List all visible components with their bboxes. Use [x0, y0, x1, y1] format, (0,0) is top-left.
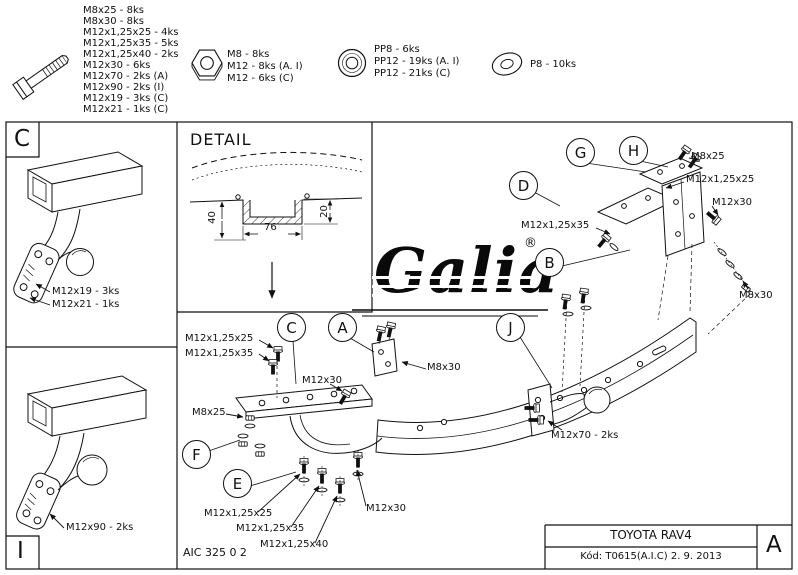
- callout-d-label: D: [517, 176, 530, 195]
- callout-g-label: G: [574, 143, 587, 162]
- callout-f: F: [182, 440, 211, 469]
- part-label: M12x1,25x35: [521, 220, 590, 231]
- panel-i-note: M12x90 - 2ks: [66, 522, 134, 533]
- legend-washer-p-item: P8 - 10ks: [530, 59, 577, 70]
- callout-d: D: [509, 171, 538, 200]
- callout-h: H: [619, 136, 648, 165]
- legend-bolt-item: M12x1,25x25 - 4ks: [83, 27, 179, 38]
- legend-nut-item: M8 - 8ks: [227, 49, 270, 60]
- legend-bolt-item: M12x1,25x40 - 2ks: [83, 49, 179, 60]
- part-label: M12x70 - 2ks: [551, 430, 619, 441]
- part-label: M8x30: [427, 362, 461, 373]
- legend-bolt-item: M8x30 - 8ks: [83, 16, 144, 27]
- callout-j: J: [496, 313, 525, 342]
- callout-c: C: [277, 313, 306, 342]
- panel-c-drawing: [13, 151, 144, 306]
- code-line: Kód: T0615(A.I.C) 2. 9. 2013: [580, 551, 722, 562]
- logo-stripe: [372, 276, 534, 279]
- part-label: M12x1,25x35: [185, 348, 254, 359]
- logo-stripe: [372, 285, 534, 288]
- callout-g: G: [566, 138, 595, 167]
- doc-number: AIC 325 0 2: [183, 546, 247, 559]
- washer-p-icon: [491, 52, 523, 76]
- part-label: M12x1,25x25: [686, 174, 755, 185]
- corner-label-c: C: [14, 126, 31, 152]
- legend-bolt-item: M12x90 - 2ks (I): [83, 82, 165, 93]
- registered-mark: ®: [524, 236, 537, 251]
- callout-h-label: H: [627, 141, 640, 160]
- panel-i-drawing: [16, 375, 148, 530]
- part-label: M12x1,25x35: [236, 523, 305, 534]
- main-assembly-drawing: [202, 144, 755, 544]
- part-label: M12x1,25x40: [260, 539, 329, 550]
- detail-dim-20: 20: [318, 205, 330, 218]
- bolt-icon: [12, 54, 69, 101]
- frame-lines: [5, 121, 793, 570]
- part-label: M8x30: [739, 290, 773, 301]
- vehicle-name: TOYOTA RAV4: [610, 528, 692, 542]
- callout-c-label: C: [286, 318, 297, 337]
- part-label: M12x30: [366, 503, 406, 514]
- corner-label-i: I: [17, 538, 24, 564]
- corner-label-a: A: [766, 532, 782, 558]
- legend-bolt-item: M12x19 - 3ks (C): [83, 93, 169, 104]
- washer-pp-icon: [337, 48, 367, 78]
- legend-nut-item: M12 - 6ks (C): [227, 73, 294, 84]
- logo-stripe: [372, 294, 534, 297]
- part-label: M12x30: [712, 197, 752, 208]
- detail-dim-76: 76: [264, 222, 277, 233]
- callout-a: A: [328, 313, 357, 342]
- detail-title: DETAIL: [190, 130, 252, 149]
- callout-f-label: F: [192, 445, 201, 464]
- nut-icon: [191, 49, 223, 81]
- legend-nut-item: M12 - 8ks (A. I): [227, 61, 303, 72]
- callout-b-label: B: [544, 253, 555, 272]
- detail-drawing: [189, 151, 363, 299]
- part-label: M8x25: [691, 151, 725, 162]
- legend-bolt-item: M8x25 - 8ks: [83, 5, 144, 16]
- panel-c-note: M12x19 - 3ks: [52, 286, 120, 297]
- legend-washer-pp-item: PP12 - 21ks (C): [374, 68, 451, 79]
- part-label: M8x25: [192, 407, 226, 418]
- callout-b: B: [535, 248, 564, 277]
- legend-washer-pp-item: PP8 - 6ks: [374, 44, 420, 55]
- part-label: M12x1,25x25: [185, 333, 254, 344]
- legend-washer-pp-item: PP12 - 19ks (A. I): [374, 56, 460, 67]
- callout-e-label: E: [232, 474, 243, 493]
- legend-bolt-item: M12x1,25x35 - 5ks: [83, 38, 179, 49]
- part-label: M12x1,25x25: [204, 508, 273, 519]
- legend-bolt-item: M12x21 - 1ks (C): [83, 104, 169, 115]
- callout-a-label: A: [337, 318, 348, 337]
- legend-bolt-item: M12x70 - 2ks (A): [83, 71, 169, 82]
- legend-bolt-item: M12x30 - 6ks: [83, 60, 151, 71]
- panel-c-note: M12x21 - 1ks: [52, 299, 120, 310]
- callout-e: E: [223, 469, 252, 498]
- detail-dim-40: 40: [206, 211, 218, 224]
- callout-j-label: J: [508, 318, 513, 337]
- part-label: M12x30: [302, 375, 342, 386]
